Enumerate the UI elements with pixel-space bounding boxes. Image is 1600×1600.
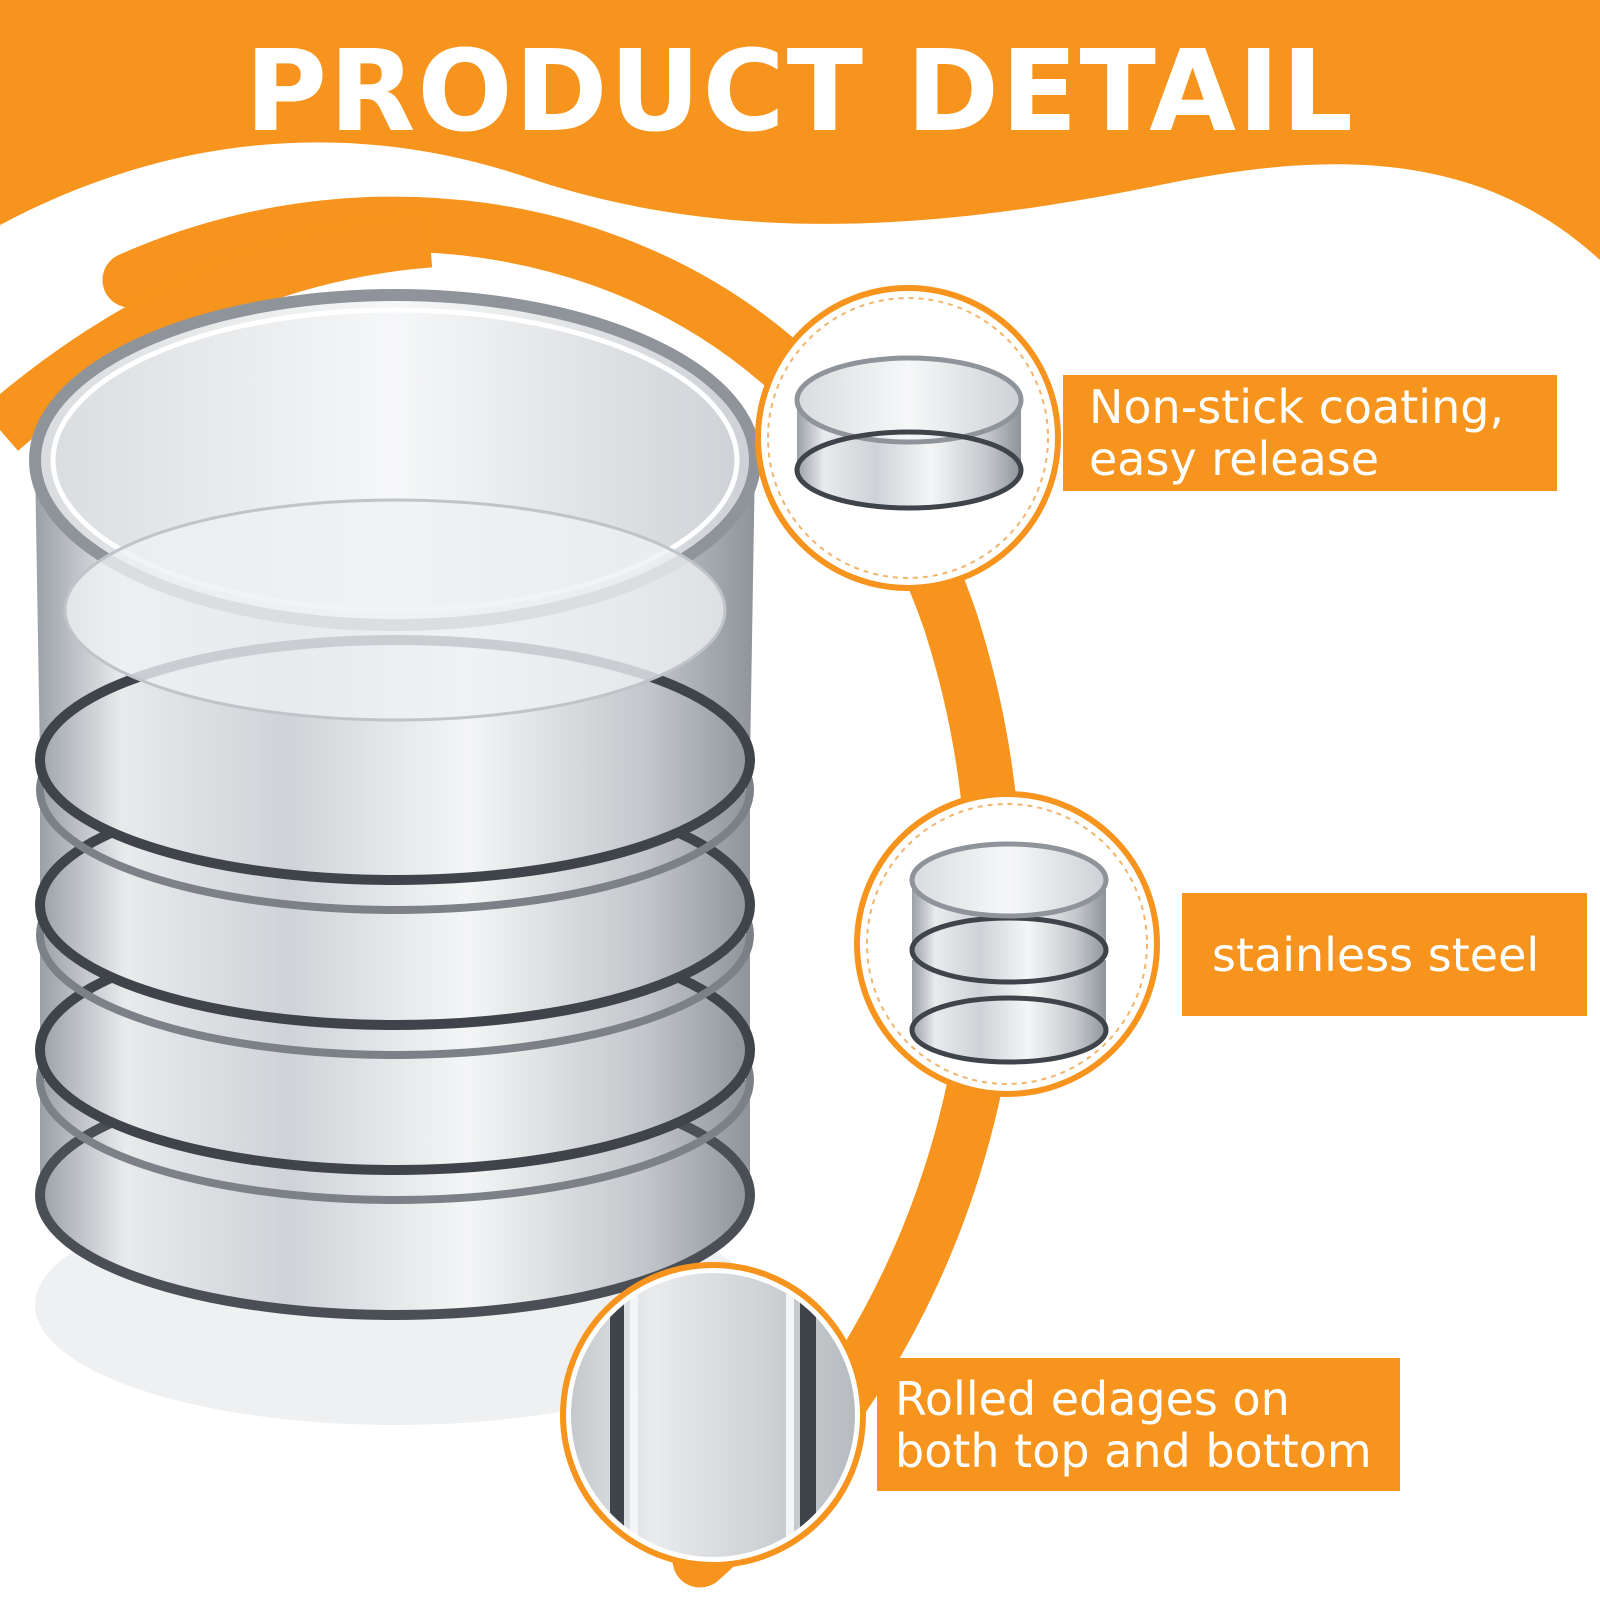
stacked-rings-image: [29, 289, 761, 1425]
detail-circle-single-ring: [755, 285, 1061, 591]
detail-circle-rolled-edge: [560, 1262, 866, 1568]
stainless-steel-label-text: stainless steel: [1212, 927, 1540, 982]
page-title: PRODUCT DETAIL: [245, 27, 1355, 157]
banner-background: [0, 0, 1600, 260]
decorative-arc-inner: [0, 212, 433, 451]
nonstick-label: Non-stick coating, easy release: [1063, 375, 1557, 491]
nonstick-label-text: Non-stick coating, easy release: [1089, 380, 1505, 486]
stainless-steel-label: stainless steel: [1182, 893, 1587, 1016]
detail-circle-double-ring: [854, 791, 1160, 1097]
rolled-edges-label: Rolled edages on both top and bottom: [877, 1358, 1400, 1491]
rolled-edges-label-text: Rolled edages on both top and bottom: [895, 1371, 1372, 1478]
